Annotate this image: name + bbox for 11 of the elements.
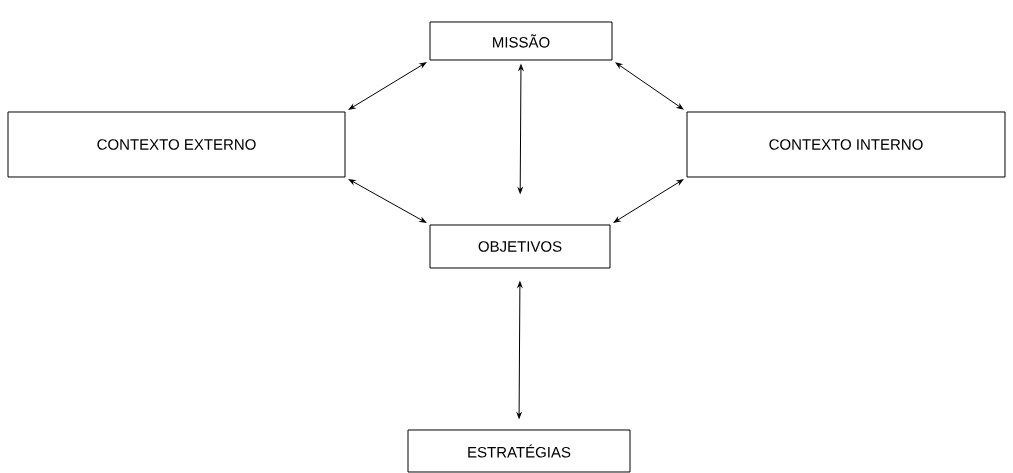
arrow — [516, 281, 523, 419]
process-box: CONTEXTO INTERNO — [686, 111, 1006, 178]
arrow — [517, 64, 524, 194]
process-box: MISSÃO — [429, 21, 613, 61]
arrow — [615, 62, 684, 110]
process-box: CONTEXTO EXTERNO — [7, 111, 346, 178]
process-box: OBJETIVOS — [429, 224, 611, 269]
arrow — [613, 179, 684, 223]
process-box: ESTRATÉGIAS — [407, 429, 631, 473]
arrow — [348, 179, 427, 223]
arrow — [348, 62, 427, 110]
